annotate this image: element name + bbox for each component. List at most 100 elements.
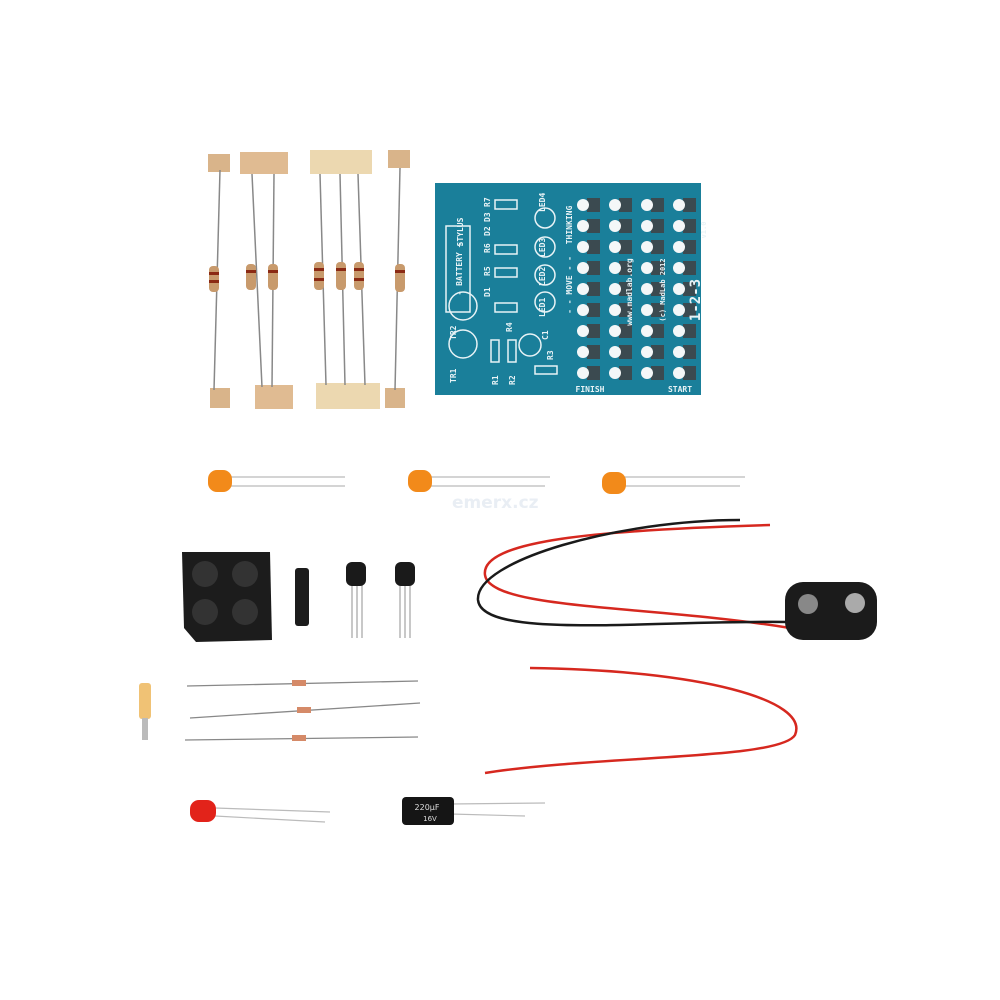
pcb-pad <box>577 283 589 295</box>
tape <box>310 150 372 174</box>
pcb-pad <box>577 325 589 337</box>
pcb-label-website: www.madlab.org <box>625 258 634 326</box>
pcb-pad <box>641 325 653 337</box>
pcb-pad <box>641 346 653 358</box>
pcb-pad <box>577 262 589 274</box>
pcb-pad-square <box>651 324 664 338</box>
pcb-label-r7: R7 <box>483 197 492 207</box>
pcb-pad-square <box>683 219 696 233</box>
pcb-pad <box>641 199 653 211</box>
capacitor-value: 220µF <box>415 803 440 812</box>
pcb-pad-square <box>619 303 632 317</box>
pcb-label-tr1: TR1 <box>449 368 458 383</box>
pcb-pad-square <box>619 345 632 359</box>
pcb-pad <box>673 283 685 295</box>
pcb-pad <box>609 346 621 358</box>
c1-outline <box>518 333 542 357</box>
pcb-pad-square <box>683 303 696 317</box>
pcb-pad <box>641 241 653 253</box>
pcb-pad-square <box>619 261 632 275</box>
pcb-pad-square <box>619 366 632 380</box>
pcb-label-r3: R3 <box>546 350 555 360</box>
pcb-pad-square <box>587 345 600 359</box>
pcb-pad-square <box>619 198 632 212</box>
pcb-label-c1: C1 <box>541 330 550 340</box>
electrolytic-capacitor: 220µF 16V <box>402 797 546 825</box>
pcb-pad-square <box>619 219 632 233</box>
pcb-pad-square <box>683 366 696 380</box>
pcb-pad <box>609 367 621 379</box>
pcb-label-d2: D2 <box>483 226 492 236</box>
battery-clip <box>476 518 877 640</box>
pcb-pad-square <box>651 366 664 380</box>
pcb-pad <box>609 199 621 211</box>
pcb-pad-square <box>587 303 600 317</box>
pcb-label-r6: R6 <box>483 243 492 253</box>
pcb-pad <box>641 304 653 316</box>
pcb-label-tr2: TR2 <box>449 325 458 340</box>
pcb-pad <box>577 304 589 316</box>
orange-leds <box>208 470 745 494</box>
pcb-pad <box>609 304 621 316</box>
pcb-label-led4: LED4 <box>538 193 547 212</box>
tape <box>240 152 288 174</box>
pcb-label-led2: LED2 <box>538 267 547 286</box>
pcb-label-r1: R1 <box>491 375 500 385</box>
wire-ferrule <box>139 683 151 740</box>
pcb-label-finish: FINISH <box>576 385 605 394</box>
pcb-pad <box>641 220 653 232</box>
pcb-pad-square <box>651 198 664 212</box>
led-orange <box>602 472 626 494</box>
pcb-pad-square <box>587 261 600 275</box>
pcb-pad <box>609 220 621 232</box>
pcb-pad <box>673 220 685 232</box>
sensor-holder <box>182 552 272 642</box>
tape <box>210 388 230 408</box>
pcb-pad <box>673 262 685 274</box>
pcb-pad <box>673 325 685 337</box>
pcb-label-r4: R4 <box>505 322 514 332</box>
pcb-label-r2: R2 <box>508 375 517 385</box>
diodes <box>184 680 421 741</box>
pcb-pad-square <box>587 366 600 380</box>
pcb-pad-square <box>651 240 664 254</box>
pcb-label-battery: - BATTERY + <box>455 242 464 295</box>
red-wire <box>484 666 798 775</box>
pcb-pad <box>673 304 685 316</box>
pcb-pad <box>609 283 621 295</box>
pcb-pad-square <box>683 261 696 275</box>
tr2-outline <box>448 291 478 321</box>
led-orange <box>208 470 232 492</box>
tape <box>208 154 230 172</box>
pcb-pad-square <box>587 324 600 338</box>
led-orange <box>408 470 432 492</box>
pcb-label-start: START <box>668 385 692 394</box>
pcb-label-stylus: STYLUS <box>456 217 465 246</box>
pcb-pad-square <box>587 219 600 233</box>
pcb-pad-square <box>619 240 632 254</box>
pcb-pad-square <box>587 282 600 296</box>
capacitor-voltage: 16V <box>423 815 437 823</box>
pcb-pad <box>673 241 685 253</box>
pcb-pad-square <box>651 345 664 359</box>
pcb-pad-square <box>683 345 696 359</box>
pcb-pad <box>641 367 653 379</box>
pcb-pad <box>673 367 685 379</box>
pcb-label-title: 1-2-3 <box>688 279 704 321</box>
pcb-pad-square <box>683 240 696 254</box>
tape <box>255 385 293 409</box>
tape <box>388 150 410 168</box>
pcb-pad <box>577 241 589 253</box>
pcb-pad-square <box>619 282 632 296</box>
pcb-label-d1: D1 <box>483 287 492 297</box>
pcb-pad <box>609 325 621 337</box>
pcb-label-thinking: THINKING <box>565 206 574 245</box>
pcb-pad <box>641 262 653 274</box>
pcb-pad-square <box>683 282 696 296</box>
pcb-pad-square <box>651 261 664 275</box>
pcb-pad-square <box>587 198 600 212</box>
pcb-pad-square <box>683 324 696 338</box>
pcb-label-d3: D3 <box>483 212 492 222</box>
pcb-label-copyright: (c) MadLab 2012 <box>659 258 667 321</box>
